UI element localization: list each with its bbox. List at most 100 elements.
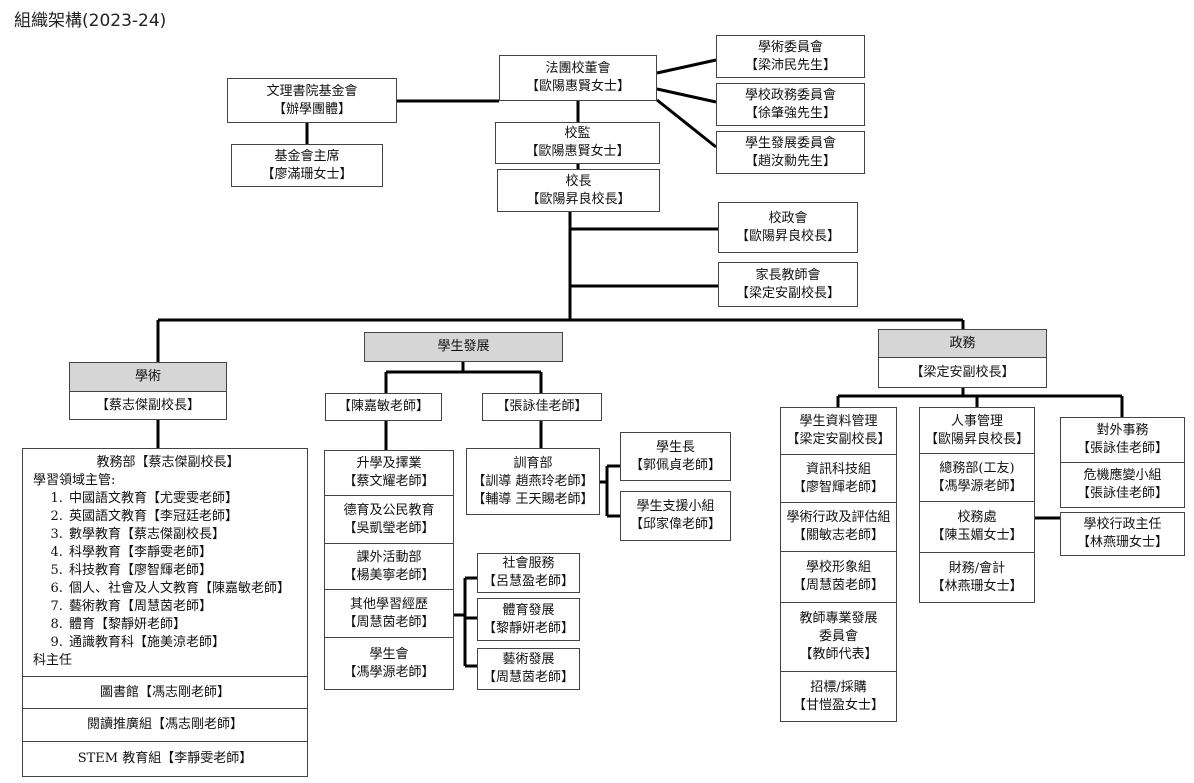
list-item: 中國語文教育【尤雯雯老師】 bbox=[67, 490, 303, 508]
admin-column-1: 學生資料管理 【梁定安副校長】 資訊科技組 【廖智輝老師】 學術行政及評估組 【… bbox=[780, 407, 897, 722]
cell-name: 危機應變小組 bbox=[1083, 468, 1162, 483]
eca-name: 課外活動部 bbox=[356, 549, 422, 565]
eca-cell: 課外活動部 【楊美寧老師】 bbox=[325, 544, 453, 590]
career-cell: 升學及擇業 【蔡文耀老師】 bbox=[325, 451, 453, 496]
cell-person: 【梁定安副校長】 bbox=[786, 432, 891, 447]
cell-person: 【甘愷盈女士】 bbox=[792, 697, 884, 713]
moral-name: 德育及公民教育 bbox=[343, 502, 435, 518]
student-dev-leader-2: 【張詠佳老師】 bbox=[482, 393, 602, 421]
ole-cell: 其他學習經歷 【周慧茵老師】 bbox=[325, 590, 453, 638]
cell-person: 【廖智輝老師】 bbox=[792, 479, 884, 495]
ole-sub-box: 社會服務 【呂慧盈老師】 bbox=[477, 553, 580, 593]
assessment-cell: 學術行政及評估組 【關敏志老師】 bbox=[781, 503, 896, 552]
committee-academic-box: 學術委員會 【梁沛民先生】 bbox=[716, 35, 865, 78]
ole-sub-person: 【呂慧盈老師】 bbox=[482, 574, 574, 589]
board-person: 【歐陽惠賢女士】 bbox=[525, 79, 630, 94]
personnel-cell: 人事管理 【歐陽昇良校長】 bbox=[920, 408, 1034, 454]
school-office-cell: 校務處 【陳玉媚女士】 bbox=[920, 502, 1034, 553]
supervisor-name: 校監 bbox=[564, 126, 591, 141]
prof-dev-cell: 教師專業發展 委員會 【教師代表】 bbox=[781, 603, 896, 672]
school-council-box: 校政會 【歐陽昇良校長】 bbox=[718, 202, 858, 253]
finance-cell: 財務/會計 【林燕珊女士】 bbox=[920, 553, 1034, 602]
pta-box: 家長教師會 【梁定安副校長】 bbox=[718, 262, 858, 307]
reading-cell: 閱讀推廣組【馮志剛老師】 bbox=[23, 709, 307, 742]
prefect-person: 【郭佩貞老師】 bbox=[629, 457, 721, 473]
list-item: 體育【黎靜妍老師】 bbox=[67, 616, 303, 634]
cell-name: 總務部(工友) bbox=[939, 460, 1015, 476]
moral-cell: 德育及公民教育 【吳凱瑩老師】 bbox=[325, 496, 453, 544]
pta-person: 【梁定安副校長】 bbox=[735, 285, 840, 301]
cell-person: 【馮學源老師】 bbox=[931, 478, 1023, 494]
committee-name: 學術委員會 bbox=[757, 39, 823, 55]
cell-person: 【周慧茵老師】 bbox=[792, 578, 884, 593]
principal-box: 校長 【歐陽昇良校長】 bbox=[497, 169, 660, 212]
career-person: 【蔡文耀老師】 bbox=[343, 474, 435, 489]
procurement-cell: 招標/採購 【甘愷盈女士】 bbox=[781, 672, 896, 721]
image-cell: 學校形象組 【周慧茵老師】 bbox=[781, 552, 896, 603]
cell-name: 學生資料管理 bbox=[799, 414, 878, 429]
academic-header: 學術 bbox=[69, 362, 227, 392]
foundation-person: 【辦學團體】 bbox=[272, 101, 351, 117]
curriculum-subtitle: 學習領域主管: bbox=[33, 473, 116, 488]
committee-student-box: 學生發展委員會 【趙汝勳先生】 bbox=[716, 131, 865, 174]
support-team-box: 學生支援小組 【邱家偉老師】 bbox=[620, 491, 731, 541]
cell-name: 對外事務 bbox=[1096, 423, 1149, 438]
list-item: 個人、社會及人文教育【陳嘉敏老師】 bbox=[67, 580, 303, 598]
foundation-box: 文理書院基金會 【辦學團體】 bbox=[227, 78, 397, 123]
cell-person: 【歐陽昇良校長】 bbox=[924, 431, 1029, 447]
student-dev-column: 升學及擇業 【蔡文耀老師】 德育及公民教育 【吳凱瑩老師】 課外活動部 【楊美寧… bbox=[324, 450, 454, 690]
discipline-box: 訓育部 【訓導 趙燕玲老師】 【輔導 王天賜老師】 bbox=[466, 448, 600, 515]
support-team-name: 學生支援小組 bbox=[636, 499, 715, 514]
discipline-name: 訓育部 bbox=[513, 455, 553, 471]
cell-name: 教師專業發展 bbox=[799, 611, 878, 626]
cell-name: 資訊科技組 bbox=[805, 461, 871, 477]
cell-name: 人事管理 bbox=[950, 413, 1003, 429]
school-council-name: 校政會 bbox=[768, 210, 808, 226]
cell-person: 【關敏志老師】 bbox=[792, 528, 884, 543]
student-dev-header: 學生發展 bbox=[364, 332, 563, 362]
cell-name-2: 委員會 bbox=[818, 629, 858, 644]
discipline-line2: 【輔導 王天賜老師】 bbox=[472, 491, 594, 507]
general-affairs-cell: 總務部(工友) 【馮學源老師】 bbox=[920, 454, 1034, 502]
admin-officer-box: 學校行政主任 【林燕珊女士】 bbox=[1060, 512, 1185, 556]
student-dev-leader-1: 【陳嘉敏老師】 bbox=[325, 393, 442, 421]
foundation-chair-name: 基金會主席 bbox=[274, 148, 340, 164]
admin-header: 政務 bbox=[878, 329, 1047, 358]
foundation-chair-box: 基金會主席 【廖滿珊女士】 bbox=[231, 144, 383, 187]
board-name: 法團校董會 bbox=[545, 61, 611, 76]
committee-name: 學校政務委員會 bbox=[744, 87, 836, 103]
curriculum-footer: 科主任 bbox=[33, 653, 73, 668]
cell-name: 財務/會計 bbox=[948, 560, 1006, 576]
external-affairs-cell: 對外事務 【張詠佳老師】 bbox=[1061, 418, 1184, 463]
cell-person: 【張詠佳老師】 bbox=[1076, 486, 1168, 501]
page-title: 組織架構(2023-24) bbox=[14, 11, 167, 31]
cell-name: 學術行政及評估組 bbox=[786, 510, 891, 525]
eca-person: 【楊美寧老師】 bbox=[343, 567, 435, 583]
prefect-box: 學生長 【郭佩貞老師】 bbox=[620, 432, 731, 481]
library-cell: 圖書館【馮志剛老師】 bbox=[23, 677, 307, 709]
cell-person: 【教師代表】 bbox=[799, 647, 878, 662]
student-union-cell: 學生會 【馮學源老師】 bbox=[325, 638, 453, 689]
foundation-chair-person: 【廖滿珊女士】 bbox=[261, 166, 353, 182]
career-name: 升學及擇業 bbox=[356, 456, 422, 471]
ole-sub-box: 藝術發展 【周慧茵老師】 bbox=[477, 648, 580, 690]
committee-person: 【梁沛民先生】 bbox=[744, 57, 836, 73]
ole-sub-person: 【周慧茵老師】 bbox=[482, 670, 574, 685]
supervisor-box: 校監 【歐陽惠賢女士】 bbox=[495, 122, 660, 164]
list-item: 英國語文教育【李冠廷老師】 bbox=[67, 508, 303, 526]
academic-head-box: 【蔡志傑副校長】 bbox=[69, 391, 227, 420]
committee-person: 【徐肇強先生】 bbox=[744, 105, 836, 121]
board-box: 法團校董會 【歐陽惠賢女士】 bbox=[499, 55, 657, 101]
committee-name: 學生發展委員會 bbox=[744, 135, 836, 151]
student-union-person: 【馮學源老師】 bbox=[343, 664, 435, 680]
cell-person: 【張詠佳老師】 bbox=[1076, 441, 1168, 456]
kla-list: 中國語文教育【尤雯雯老師】 英國語文教育【李冠廷老師】 數學教育【蔡志傑副校長】… bbox=[33, 490, 303, 652]
curriculum-list: 教務部【蔡志傑副校長】 學習領域主管: 中國語文教育【尤雯雯老師】 英國語文教育… bbox=[23, 449, 307, 677]
cell-person: 【林燕珊女士】 bbox=[931, 578, 1023, 594]
moral-person: 【吳凱瑩老師】 bbox=[343, 520, 435, 536]
admin-head-box: 【梁定安副校長】 bbox=[878, 357, 1047, 388]
admin-column-3: 對外事務 【張詠佳老師】 危機應變小組 【張詠佳老師】 bbox=[1060, 417, 1185, 508]
ole-person: 【周慧茵老師】 bbox=[343, 614, 435, 630]
list-item: 科學教育【李靜雯老師】 bbox=[67, 544, 303, 562]
committee-affairs-box: 學校政務委員會 【徐肇強先生】 bbox=[716, 83, 865, 126]
